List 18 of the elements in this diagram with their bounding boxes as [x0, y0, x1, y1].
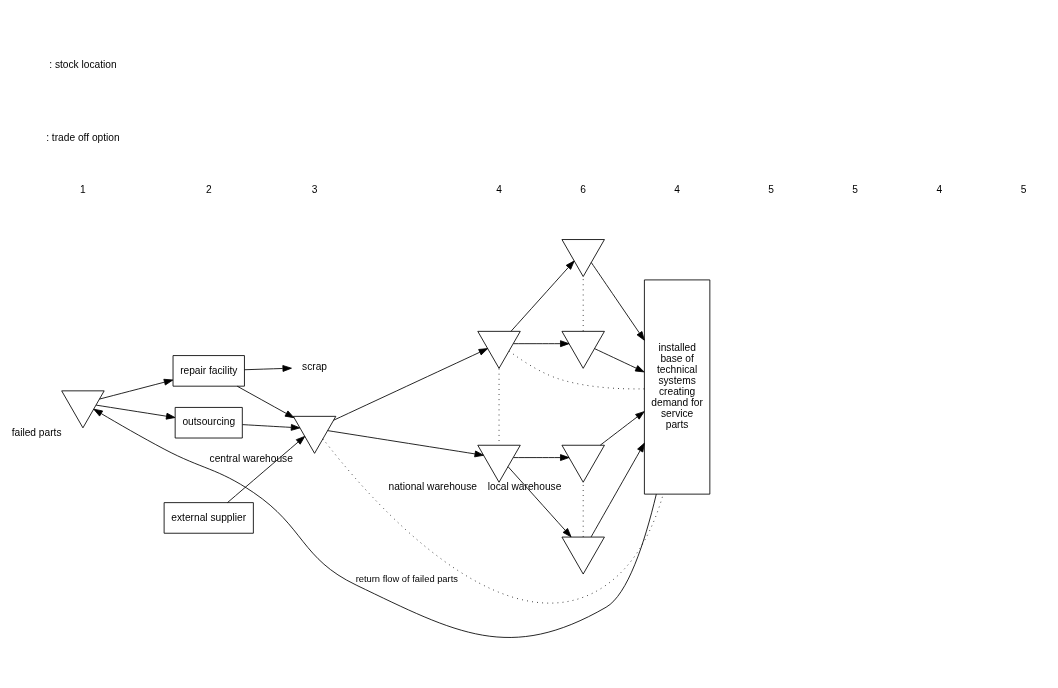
label: 5	[1020, 184, 1027, 196]
label: 1	[80, 184, 86, 196]
node-label: central warehouse	[209, 452, 293, 464]
legend-label: : stock location	[49, 59, 117, 71]
label: 6	[580, 184, 587, 196]
label: 4	[496, 184, 502, 196]
label: 2	[205, 184, 212, 196]
label: 5	[852, 184, 859, 196]
label: 4	[936, 184, 943, 196]
node-label: failed parts	[11, 426, 62, 438]
label: 4	[674, 184, 680, 196]
node-label: local warehouse	[487, 481, 562, 493]
node-label: national warehouse	[388, 481, 477, 493]
node-text: scrap	[302, 361, 328, 373]
legend-label: : trade off option	[46, 132, 120, 144]
edge-label: return flow of failed parts	[355, 574, 458, 585]
label: 5	[768, 184, 774, 196]
label: 3	[311, 184, 318, 196]
